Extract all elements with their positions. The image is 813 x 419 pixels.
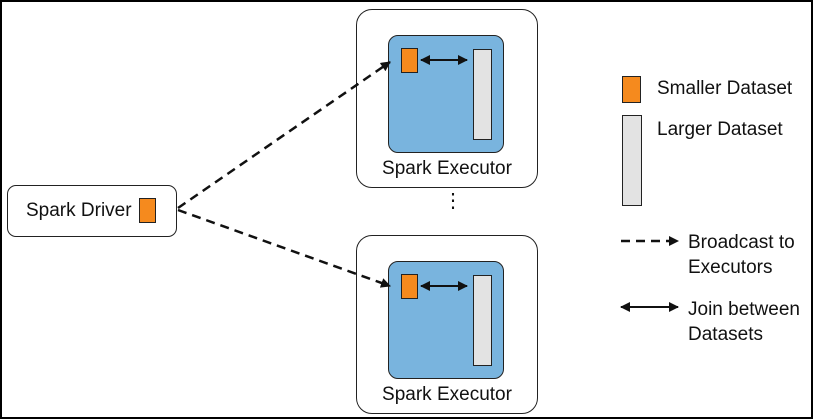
legend-larger-label: Larger Dataset [657,119,783,140]
legend-join-label-2: Datasets [688,324,763,345]
spark-driver-box: Spark Driver [7,185,177,237]
executor-top-smaller-dataset [401,48,418,73]
executor-bottom-inner [388,261,504,379]
executor-bottom-smaller-dataset [401,274,418,299]
driver-smaller-dataset [139,198,156,223]
legend-larger-swatch [622,115,642,206]
broadcast-arrow-top [177,60,391,210]
legend-join-label-1: Join between [688,299,800,320]
legend-smaller-label: Smaller Dataset [657,78,793,99]
broadcast-arrow-bottom [177,208,391,288]
executor-bottom-label: Spark Executor [382,384,512,405]
spark-executor-bottom: Spark Executor [356,235,538,414]
executor-top-larger-dataset [473,49,492,140]
executor-top-inner [388,35,504,153]
legend-broadcast-label-2: Executors [688,257,773,278]
spark-executor-top: Spark Executor [356,9,538,188]
legend-broadcast-label-1: Broadcast to [688,232,795,253]
executor-bottom-larger-dataset [473,275,492,366]
legend-smaller-swatch [622,76,641,103]
spark-driver-label: Spark Driver [26,200,132,221]
executor-top-label: Spark Executor [382,158,512,179]
